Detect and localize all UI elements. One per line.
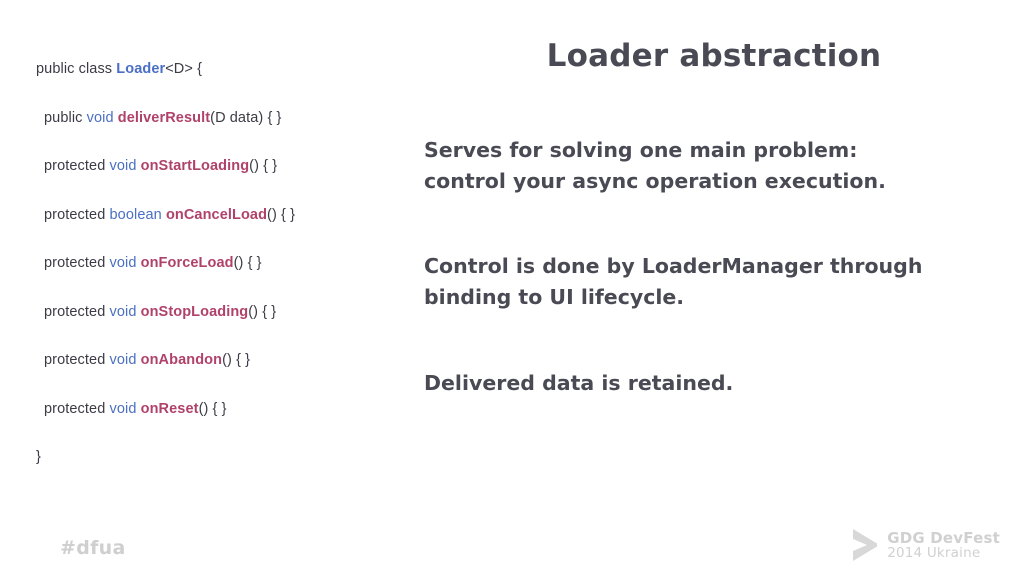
- code-token: onCancelLoad: [165, 206, 268, 223]
- page-title: Loader abstraction: [546, 38, 882, 74]
- code-line-4: protected boolean onCancelLoad() { }: [36, 206, 406, 223]
- code-token: <D> {: [165, 61, 203, 77]
- code-token: public class: [36, 61, 117, 77]
- code-token: (D data) { }: [210, 109, 282, 126]
- footer: #dfua GDG DevFest 2014 Ukraine: [0, 518, 1024, 576]
- code-token: onStopLoading: [140, 303, 249, 320]
- code-token: () { }: [249, 158, 278, 174]
- code-line-1: public class Loader<D> {: [36, 62, 406, 77]
- code-line-3: protected void onStartLoading() { }: [36, 159, 406, 174]
- code-token: () { }: [233, 255, 262, 271]
- devfest-logo: GDG DevFest 2014 Ukraine: [849, 528, 1000, 562]
- paragraph-1: Serves for solving one main problem:: [424, 138, 858, 162]
- code-token: Loader: [116, 61, 166, 77]
- code-token: void: [86, 109, 118, 126]
- code-token: onReset: [140, 400, 199, 417]
- chevron-right-icon: [849, 528, 879, 562]
- logo-text: GDG DevFest 2014 Ukraine: [887, 528, 1000, 561]
- code-token: }: [36, 449, 41, 465]
- code-line-7: protected void onAbandon() { }: [36, 353, 406, 368]
- logo-line-1: GDG DevFest: [887, 528, 1000, 547]
- code-token: void: [109, 400, 141, 417]
- code-token: () { }: [248, 303, 277, 320]
- code-token: onAbandon: [140, 352, 223, 368]
- code-token: public: [44, 109, 87, 126]
- code-token: void: [109, 255, 141, 271]
- code-token: protected: [44, 400, 110, 417]
- code-token: onForceLoad: [140, 255, 234, 271]
- code-token: deliverResult: [117, 109, 211, 126]
- code-token: protected: [44, 352, 110, 368]
- code-token: protected: [44, 255, 110, 271]
- paragraph-3: Control is done by LoaderManager through: [424, 254, 923, 279]
- code-line-8: protected void onReset() { }: [36, 400, 406, 417]
- code-line-5: protected void onForceLoad() { }: [36, 256, 406, 271]
- body-text: Serves for solving one main problem: con…: [424, 135, 1004, 399]
- code-token: void: [109, 352, 141, 368]
- code-token: () { }: [222, 352, 251, 368]
- code-token: protected: [44, 303, 110, 320]
- code-line-6: protected void onStopLoading() { }: [36, 303, 406, 320]
- code-line-2: public void deliverResult(D data) { }: [36, 109, 406, 126]
- code-block: public class Loader<D> { public void deli…: [36, 62, 406, 499]
- paragraph-5: Delivered data is retained.: [424, 370, 734, 395]
- code-token: onStartLoading: [140, 158, 250, 174]
- paragraph-2: control your async operation execution.: [424, 169, 886, 194]
- code-token: void: [109, 158, 141, 174]
- code-token: boolean: [109, 206, 166, 223]
- code-token: protected: [44, 158, 110, 174]
- logo-line-2: 2014 Ukraine: [887, 544, 981, 561]
- hashtag-label: #dfua: [60, 537, 126, 559]
- code-token: protected: [44, 206, 110, 223]
- code-token: void: [109, 303, 141, 320]
- code-token: () { }: [267, 206, 296, 223]
- code-token: () { }: [198, 400, 227, 417]
- code-line-9: }: [36, 450, 406, 465]
- paragraph-4: binding to UI lifecycle.: [424, 285, 685, 310]
